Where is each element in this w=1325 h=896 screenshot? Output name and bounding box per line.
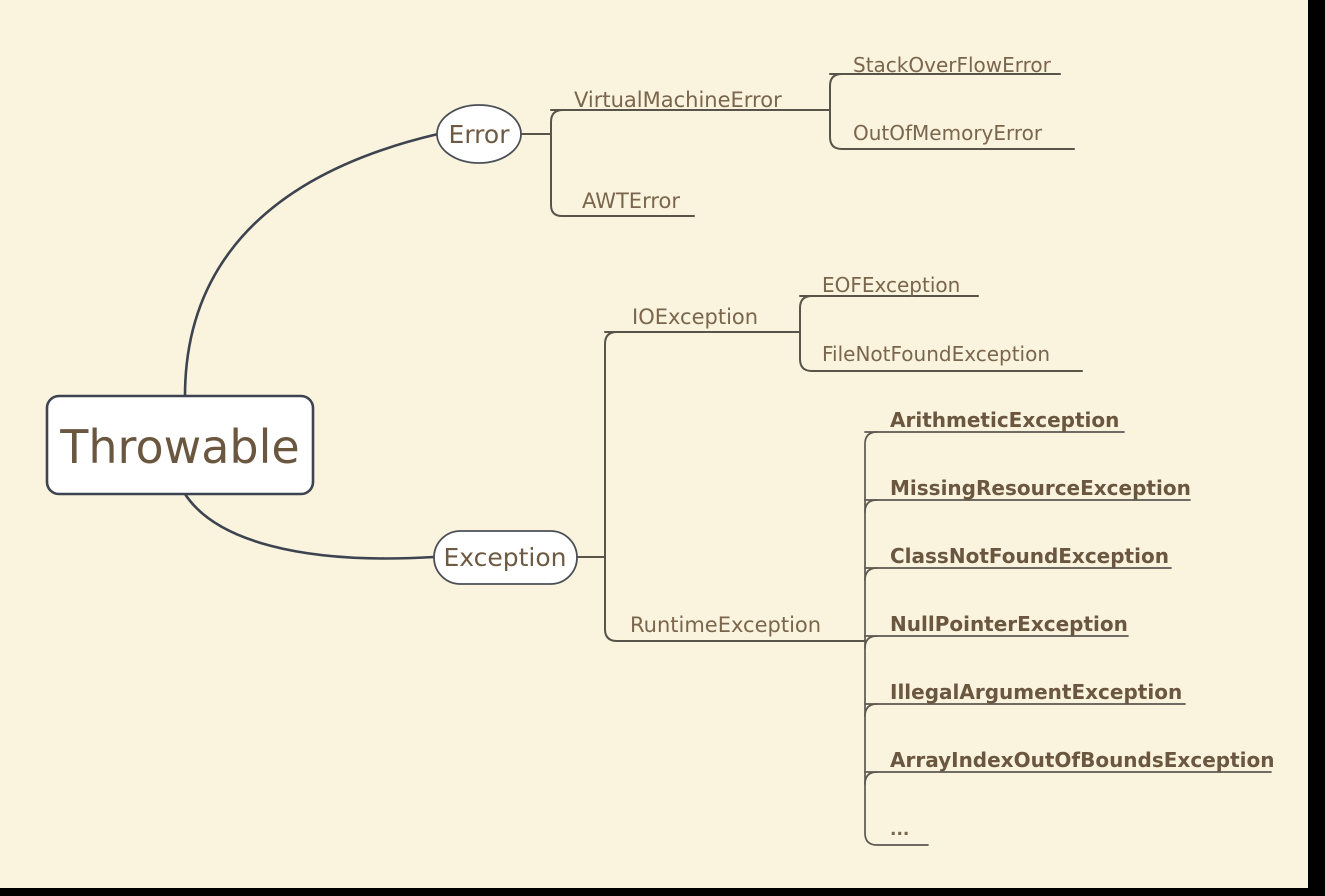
label-missingresourceexception: MissingResourceException — [890, 476, 1191, 500]
label-stackoverflowerror: StackOverFlowError — [853, 53, 1052, 77]
connector-nullpointerexception — [864, 635, 878, 649]
connector-classnotfoundexception — [864, 567, 878, 581]
label-outofmemoryerror: OutOfMemoryError — [853, 121, 1043, 145]
label-runtimeexception: RuntimeException — [630, 613, 821, 637]
edge-runtime-spine — [864, 431, 929, 846]
label-awterror: AWTError — [582, 189, 680, 213]
label-illegalargumentexception: IllegalArgumentException — [890, 680, 1182, 704]
connector-illegalargumentexception — [864, 703, 878, 717]
connector-arrayindexoutofboundsexception — [864, 771, 878, 785]
edge-exception-spine — [604, 331, 866, 642]
mindmap-svg: Error VirtualMachineError AWTError Stack… — [45, 53, 1274, 846]
edge-root-to-exception — [183, 492, 436, 560]
label-ioexception: IOException — [632, 305, 758, 329]
label-filenotfoundexception: FileNotFoundException — [822, 342, 1050, 366]
node-root-label: Throwable — [59, 420, 299, 474]
edge-ioexception-bracket — [799, 295, 1083, 372]
label-eofexception: EOFException — [822, 273, 960, 297]
node-error-label: Error — [449, 120, 511, 149]
label-nullpointerexception: NullPointerException — [890, 612, 1128, 636]
edge-error-spine — [550, 109, 695, 217]
label-arithmeticexception: ArithmeticException — [890, 408, 1119, 432]
connector-missingresourceexception — [864, 499, 878, 513]
node-exception-label: Exception — [443, 543, 566, 572]
node-root-shape[interactable] — [45, 394, 315, 496]
label-runtime-more: ... — [890, 820, 909, 840]
mindmap-canvas: Error VirtualMachineError AWTError Stack… — [0, 0, 1308, 888]
edge-root-to-error — [183, 132, 440, 398]
label-arrayindexoutofboundsexception: ArrayIndexOutOfBoundsException — [890, 748, 1274, 772]
edge-vme-bracket — [829, 73, 1075, 150]
label-virtualmachineerror: VirtualMachineError — [574, 88, 782, 112]
label-classnotfoundexception: ClassNotFoundException — [890, 544, 1169, 568]
